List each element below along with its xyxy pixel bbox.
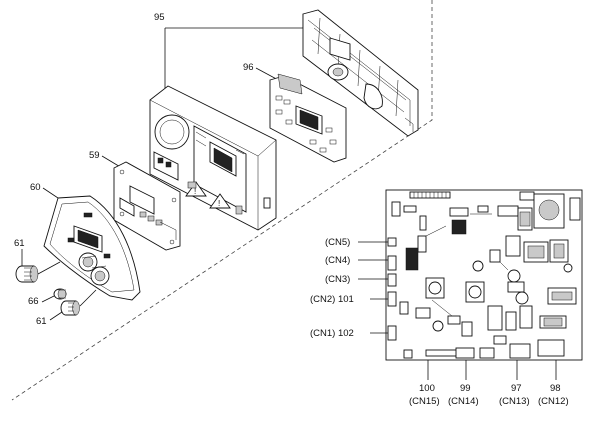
separator-dashed-line: [11, 0, 433, 401]
spring-66[interactable]: [53, 288, 67, 300]
callout-61-bottom: 61: [36, 311, 63, 327]
cn5-label: (CN5): [325, 237, 350, 248]
cn15-number: 100: [419, 383, 435, 394]
cn3-label: (CN3): [325, 274, 350, 285]
cn1-label: (CN1) 102: [310, 328, 354, 339]
svg-text:!: !: [218, 199, 220, 208]
svg-text:!: !: [194, 187, 196, 196]
cn13-number: 97: [511, 383, 522, 394]
main-pcb-board[interactable]: [385, 189, 583, 361]
pcb96-components: [275, 95, 337, 153]
main-housing[interactable]: ! !: [149, 85, 277, 231]
callout-61-top-label: 61: [14, 238, 25, 249]
callout-60-label: 60: [30, 182, 41, 193]
callout-61-top: 61: [14, 238, 25, 268]
front-panel-60[interactable]: [43, 195, 141, 301]
callout-59: 59: [89, 150, 123, 169]
callout-60: 60: [30, 182, 59, 199]
callout-61-bottom-label: 61: [36, 316, 47, 327]
cn13-label: (CN13): [499, 396, 530, 407]
cn14-number: 99: [460, 383, 471, 394]
pcb-bottom-callouts: 100 (CN15) 99 (CN14) 97 (CN13) 98 (CN12): [409, 360, 569, 407]
cn12-number: 98: [550, 383, 561, 394]
callout-95-label: 95: [154, 12, 165, 23]
back-cover-frame[interactable]: [302, 9, 419, 137]
knob-61-top[interactable]: [15, 261, 61, 283]
pcb-left-callouts: (CN5) (CN4) (CN3) (CN2) 101 (CN1) 102: [310, 237, 388, 339]
cn12-label: (CN12): [538, 396, 569, 407]
callout-96-label: 96: [243, 62, 254, 73]
mounting-bracket-59[interactable]: [113, 161, 181, 251]
cn4-label: (CN4): [325, 255, 350, 266]
knob-61-bottom[interactable]: [60, 289, 97, 316]
cn2-label: (CN2) 101: [310, 294, 354, 305]
callout-66-label: 66: [28, 296, 39, 307]
callout-66: 66: [28, 295, 55, 307]
cn14-label: (CN14): [448, 396, 479, 407]
callout-59-label: 59: [89, 150, 100, 161]
display-pcb-96[interactable]: [269, 73, 347, 163]
cn15-label: (CN15): [409, 396, 440, 407]
